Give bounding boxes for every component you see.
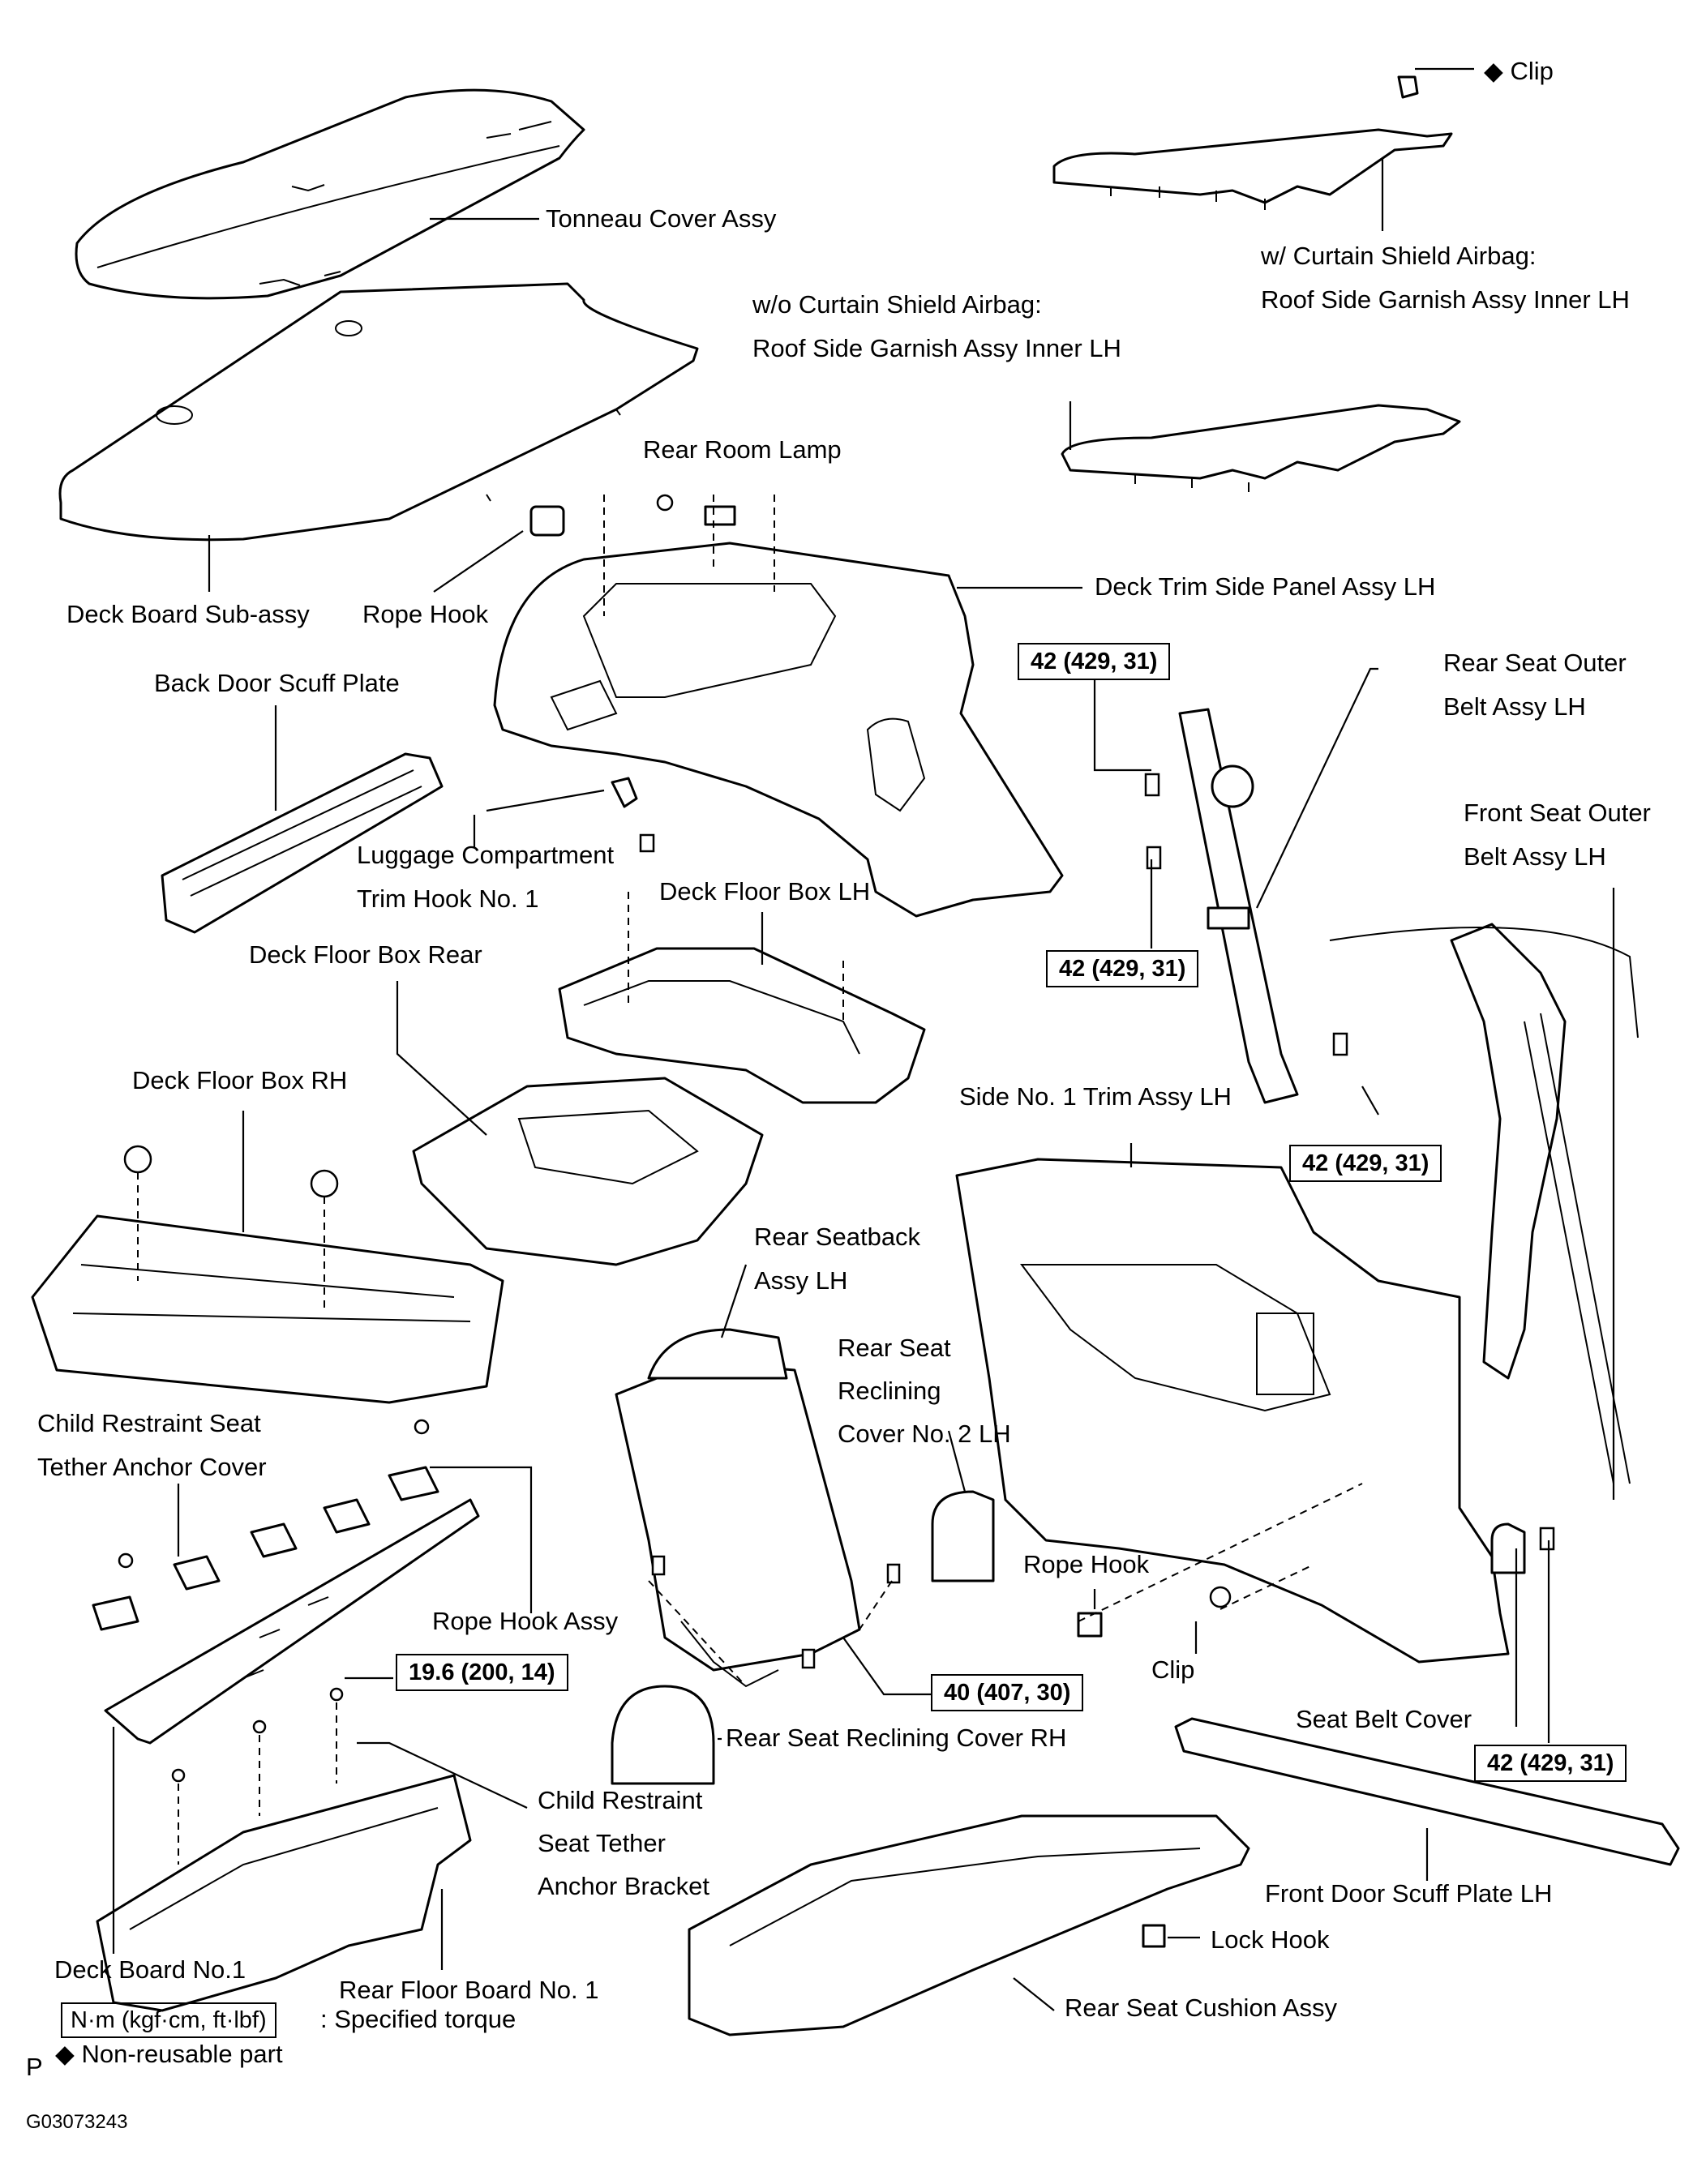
rear-seat-outer-belt-label: Rear Seat Outer Belt Assy LH: [1443, 649, 1627, 722]
torque-spec-box: 42 (429, 31): [1046, 950, 1199, 987]
luggage-hook-label: Luggage Compartment Trim Hook No. 1: [357, 841, 614, 914]
rear-seatback-line-1: Rear Seatback: [754, 1223, 921, 1251]
rear-seat-outer-belt-line-1: Rear Seat Outer: [1443, 649, 1627, 677]
clip-label-text: Clip: [1510, 57, 1554, 85]
deck-board-no1-label: Deck Board No.1: [54, 1955, 246, 1984]
front-door-scuff-drawing: [1174, 1717, 1680, 1866]
deck-floor-box-rh-drawing: [31, 1145, 504, 1404]
luggage-hook-line-2: Trim Hook No. 1: [357, 884, 539, 913]
deck-floor-box-rear-label: Deck Floor Box Rear: [249, 940, 482, 969]
child-bracket-line-1: Child Restraint: [538, 1786, 703, 1814]
front-seat-outer-belt-label: Front Seat Outer Belt Assy LH: [1464, 799, 1651, 871]
without-airbag-line-1: w/o Curtain Shield Airbag:: [752, 290, 1042, 319]
deck-board-subassy-label: Deck Board Sub-assy: [66, 600, 310, 628]
rear-seatback-label: Rear Seatback Assy LH: [754, 1223, 920, 1295]
rear-seat-cushion-drawing: [688, 1814, 1250, 2036]
reclining-cover-no2-label: Rear Seat Reclining Cover No. 2 LH: [838, 1334, 1011, 1449]
roof-garnish-with-airbag-drawing: [1052, 75, 1453, 210]
torque-desc-legend: : Specified torque: [320, 2005, 517, 2033]
rear-seatback-drawing: [615, 1328, 861, 1688]
torque-units-legend: N·m (kgf·cm, ft·lbf): [61, 2002, 276, 2038]
torque-spec-box: 19.6 (200, 14): [396, 1654, 568, 1691]
luggage-hook-line-1: Luggage Compartment: [357, 841, 615, 869]
tonneau-cover-drawing: [75, 88, 585, 300]
reclining-cover-no2-line-2: Reclining: [838, 1377, 941, 1405]
front-door-scuff-label: Front Door Scuff Plate LH: [1265, 1879, 1553, 1908]
torque-spec-box: 42 (429, 31): [1289, 1145, 1442, 1182]
dashed-assembly-lines: [628, 892, 1363, 1687]
child-bracket-label: Child Restraint Seat Tether Anchor Brack…: [538, 1786, 709, 1901]
rear-seat-outer-belt-line-2: Belt Assy LH: [1443, 692, 1586, 721]
side-trim-assy-drawing: [955, 1158, 1510, 1664]
rear-belt-drawing: [1178, 708, 1299, 1104]
clip-label-mid: Clip: [1151, 1655, 1195, 1684]
tonneau-cover-label: Tonneau Cover Assy: [546, 204, 777, 233]
rear-floor-board-drawing: [96, 1687, 472, 2012]
lock-hook-label: Lock Hook: [1211, 1925, 1330, 1954]
with-airbag-line-2: Roof Side Garnish Assy Inner LH: [1261, 285, 1630, 314]
corner-letter: P: [26, 2053, 43, 2081]
rear-seatback-line-2: Assy LH: [754, 1266, 848, 1295]
child-restraint-parts-drawing: [92, 1419, 439, 1631]
rear-floor-board-label: Rear Floor Board No. 1: [339, 1976, 599, 2004]
deck-floor-box-rear-drawing: [412, 1077, 764, 1266]
child-cover-line-1: Child Restraint Seat: [37, 1409, 261, 1437]
rope-hook-label-top: Rope Hook: [362, 600, 489, 628]
clip-label-top: ◆ Clip: [1484, 57, 1554, 86]
without-airbag-label: w/o Curtain Shield Airbag: Roof Side Gar…: [752, 290, 1121, 363]
figure-id-code: G03073243: [26, 2111, 128, 2133]
child-bracket-line-3: Anchor Bracket: [538, 1872, 709, 1900]
back-door-scuff-label: Back Door Scuff Plate: [154, 669, 400, 697]
small-parts-top: [529, 494, 775, 616]
torque-spec-box: 40 (407, 30): [931, 1674, 1084, 1711]
reclining-covers-drawing: [611, 1490, 995, 1785]
deck-floor-box-lh-label: Deck Floor Box LH: [659, 877, 871, 906]
child-cover-line-2: Tether Anchor Cover: [37, 1453, 267, 1481]
child-cover-label: Child Restraint Seat Tether Anchor Cover: [37, 1409, 267, 1482]
nonreusable-marker: ◆: [1484, 57, 1503, 85]
roof-garnish-without-airbag-drawing: [1061, 404, 1461, 492]
luggage-hook-drawing: [611, 777, 655, 853]
deck-board-drawing: [58, 282, 699, 542]
reclining-cover-rh-label: Rear Seat Reclining Cover RH: [726, 1724, 1067, 1752]
front-seat-outer-belt-line-1: Front Seat Outer: [1464, 799, 1651, 827]
seat-belt-cover-label: Seat Belt Cover: [1296, 1705, 1472, 1733]
with-airbag-label: w/ Curtain Shield Airbag: Roof Side Garn…: [1261, 242, 1630, 315]
rope-hook-label-mid: Rope Hook: [1023, 1550, 1150, 1578]
without-airbag-line-2: Roof Side Garnish Assy Inner LH: [752, 334, 1121, 362]
deck-board-no1-drawing: [104, 1498, 480, 1745]
deck-floor-box-rh-label: Deck Floor Box RH: [132, 1066, 348, 1094]
deck-trim-side-panel-label: Deck Trim Side Panel Assy LH: [1095, 572, 1436, 601]
torque-spec-box: 42 (429, 31): [1018, 643, 1171, 680]
front-belt-drawing: [1329, 923, 1639, 1484]
deck-trim-side-panel-drawing: [493, 542, 1064, 918]
with-airbag-line-1: w/ Curtain Shield Airbag:: [1261, 242, 1537, 270]
reclining-cover-no2-line-1: Rear Seat: [838, 1334, 951, 1362]
front-seat-outer-belt-line-2: Belt Assy LH: [1464, 842, 1606, 871]
rear-room-lamp-label: Rear Room Lamp: [643, 435, 842, 464]
nonreusable-legend: ◆ Non-reusable part: [55, 2040, 283, 2068]
deck-floor-box-lh-drawing: [558, 947, 926, 1104]
child-bracket-line-2: Seat Tether: [538, 1829, 666, 1857]
torque-spec-box: 42 (429, 31): [1474, 1745, 1627, 1782]
back-door-scuff-drawing: [161, 752, 444, 934]
rear-seat-cushion-label: Rear Seat Cushion Assy: [1065, 1993, 1338, 2022]
rope-hook-assy-label: Rope Hook Assy: [432, 1607, 619, 1635]
leader-lines: [112, 67, 1615, 2011]
side-trim-label: Side No. 1 Trim Assy LH: [959, 1082, 1232, 1111]
reclining-cover-no2-line-3: Cover No. 2 LH: [838, 1420, 1011, 1448]
